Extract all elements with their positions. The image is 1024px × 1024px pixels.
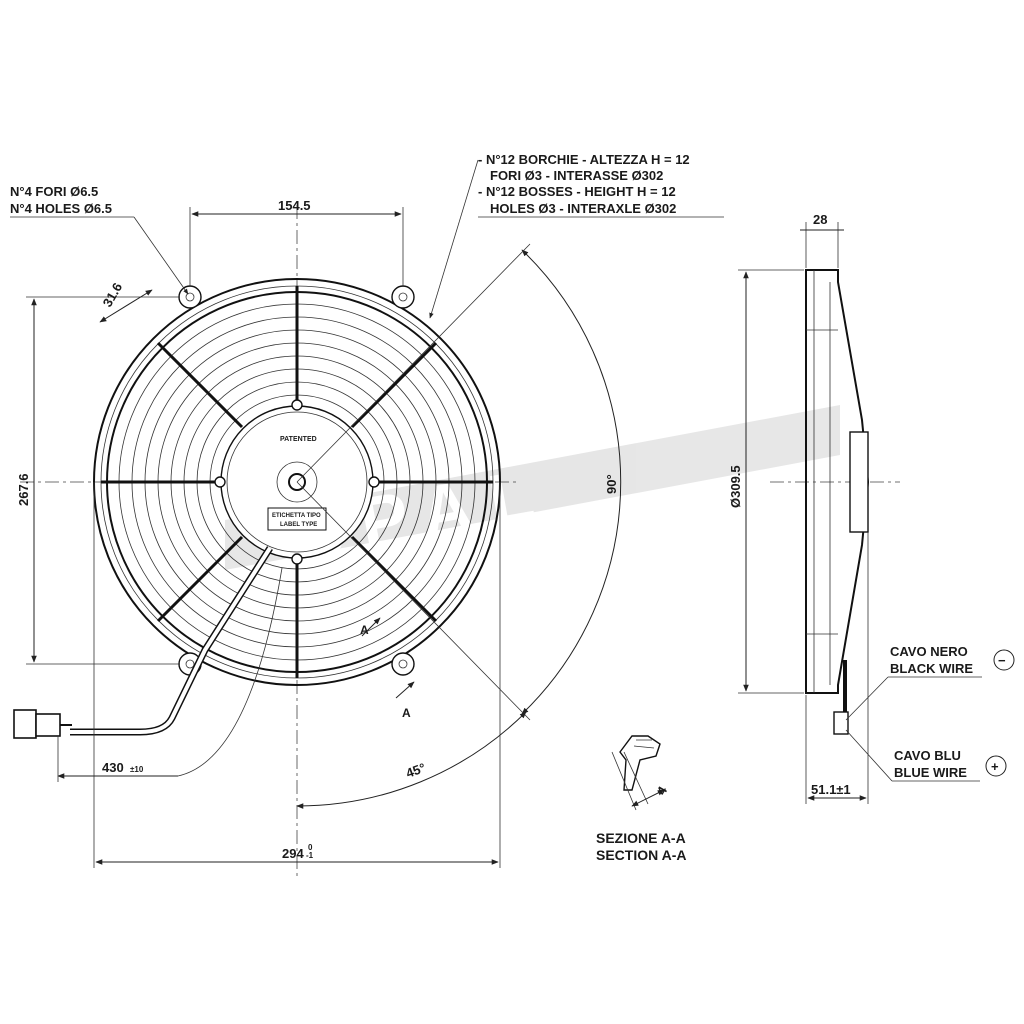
bosses-callout-it-1: - N°12 BORCHIE - ALTEZZA H = 12: [478, 152, 690, 167]
positive-symbol: +: [991, 759, 999, 774]
front-view-dimensions: 154.5 267.6 294 0 -1 31.6 430 ±10 90° 45…: [16, 198, 622, 868]
section-label-en: SECTION A-A: [596, 847, 686, 863]
bosses-callout-it-2: FORI Ø3 - INTERASSE Ø302: [490, 168, 663, 183]
side-connector: [833, 711, 849, 735]
holes-callout-en: N°4 HOLES Ø6.5: [10, 201, 112, 216]
section-label-it: SEZIONE A-A: [596, 830, 686, 846]
dim-overall-tol-upper: 0: [308, 843, 313, 852]
section-mark-a-lower: A: [402, 706, 411, 720]
mounting-lug-bottom-right: [391, 652, 415, 676]
bosses-callout-en-2: HOLES Ø3 - INTERAXLE Ø302: [490, 201, 676, 216]
angle-90: 90°: [604, 474, 619, 494]
dim-overall-tol-lower: -1: [306, 851, 314, 860]
mounting-lug-top-right: [391, 285, 415, 309]
blue-wire-it: CAVO BLU: [894, 748, 961, 763]
black-wire-callout: CAVO NERO BLACK WIRE −: [845, 644, 1015, 721]
section-dim: 4: [654, 783, 671, 797]
black-wire-en: BLACK WIRE: [890, 661, 973, 676]
type-label-line1: ETICHETTA TIPO: [272, 513, 321, 519]
section-mark-a-upper: A: [360, 623, 369, 637]
holes-callout-it: N°4 FORI Ø6.5: [10, 184, 98, 199]
dim-cable-length: 430: [102, 760, 124, 775]
type-label-box: [267, 507, 327, 531]
type-label-line2: LABEL TYPE: [280, 522, 317, 528]
section-detail: 4 SEZIONE A-A SECTION A-A: [596, 735, 686, 863]
dim-diameter: Ø309.5: [728, 465, 743, 508]
dim-depth: 28: [813, 212, 827, 227]
dim-top-width: 154.5: [278, 198, 311, 213]
side-view-dimensions: 28 Ø309.5 51.1±1: [728, 212, 869, 804]
negative-terminal-icon: [993, 649, 1015, 671]
dim-side-depth: 51.1±1: [811, 782, 851, 797]
connector-plug: [13, 709, 72, 739]
angle-45: 45°: [404, 760, 428, 781]
dim-height: 267.6: [16, 473, 31, 506]
blue-wire-callout: CAVO BLU BLUE WIRE +: [845, 729, 1007, 782]
bosses-callout-en-1: - N°12 BOSSES - HEIGHT H = 12: [478, 184, 676, 199]
holes-callout: N°4 FORI Ø6.5 N°4 HOLES Ø6.5: [10, 184, 189, 295]
black-wire-it: CAVO NERO: [890, 644, 968, 659]
dim-cable-tol: ±10: [130, 765, 144, 774]
positive-terminal-icon: [985, 755, 1007, 777]
blue-wire-en: BLUE WIRE: [894, 765, 967, 780]
guard-spokes: [101, 286, 493, 678]
dim-slot: 31.6: [100, 280, 126, 309]
patented-label: PATENTED: [280, 436, 317, 443]
bosses-callout: - N°12 BORCHIE - ALTEZZA H = 12 FORI Ø3 …: [429, 152, 724, 319]
mounting-lug-top-left: [178, 285, 202, 309]
dim-overall-width: 294: [282, 846, 304, 861]
side-view: [770, 269, 900, 735]
negative-symbol: −: [998, 653, 1006, 668]
